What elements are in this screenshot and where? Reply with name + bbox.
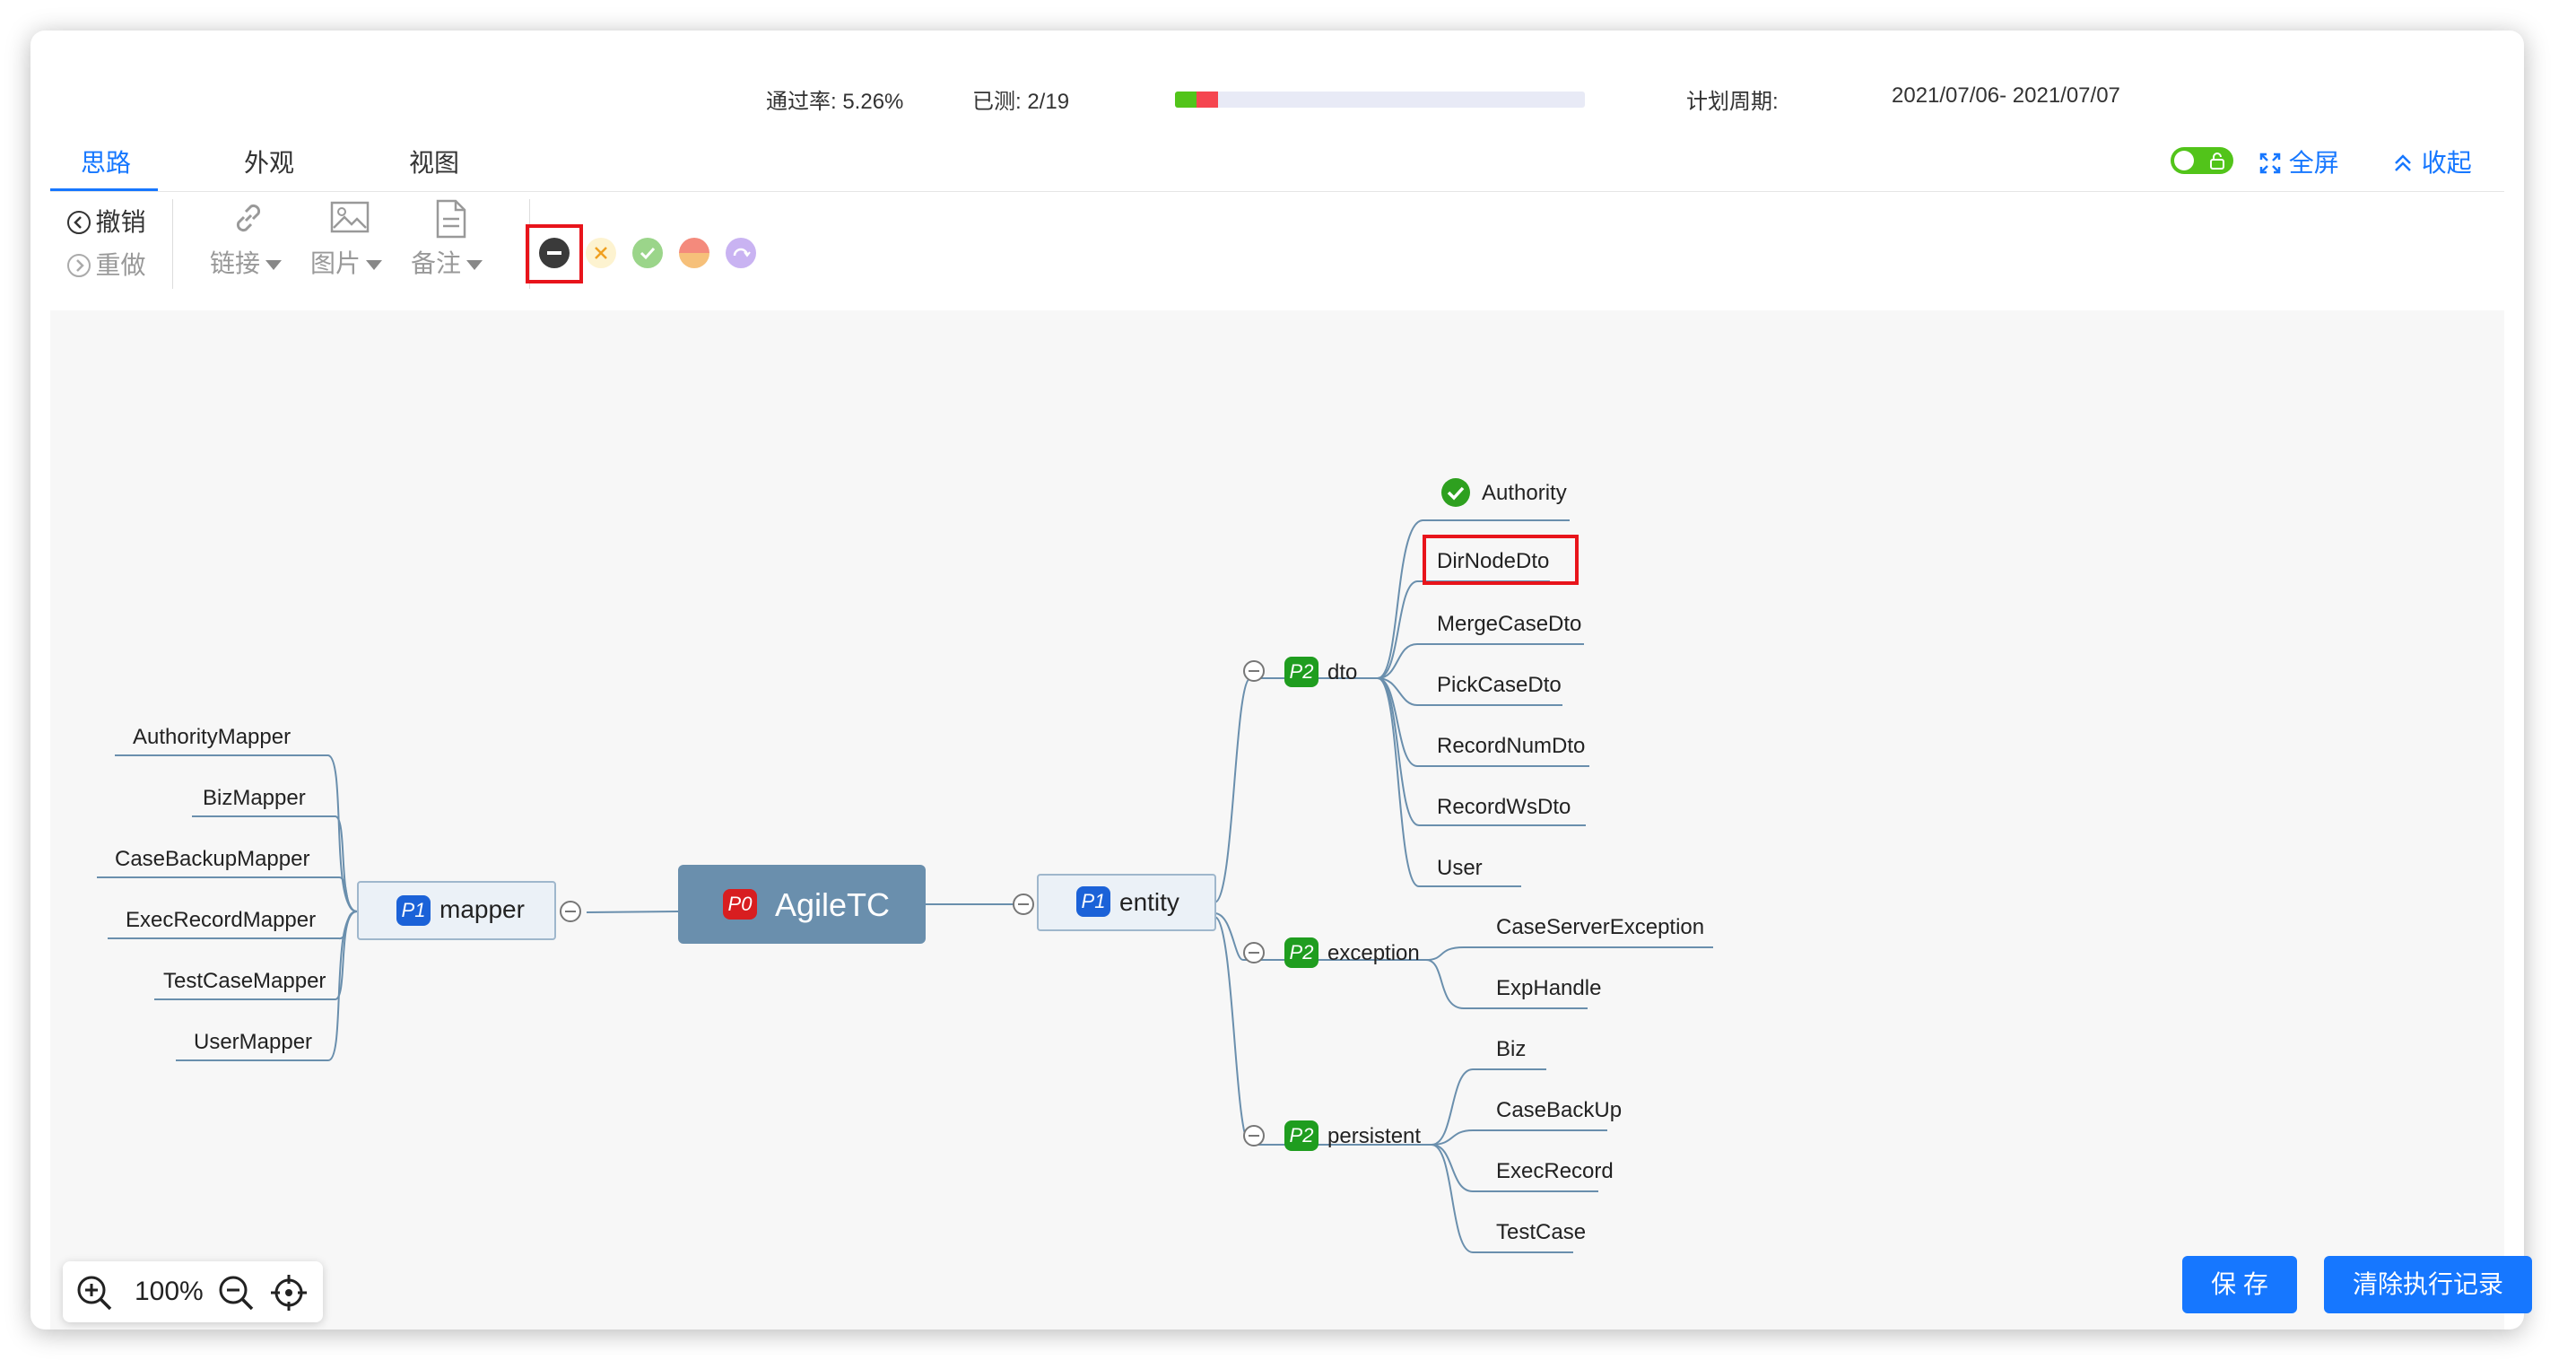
- exception-child[interactable]: ExpHandle: [1496, 976, 1602, 1000]
- progress-bar: [1175, 92, 1585, 108]
- persistent-child[interactable]: CaseBackUp: [1496, 1098, 1623, 1122]
- toolbar-divider: [529, 199, 530, 289]
- collapse-dto-button[interactable]: [1243, 660, 1265, 682]
- zoom-level: 100%: [135, 1277, 204, 1306]
- highlight-box: [526, 224, 583, 283]
- entity-node[interactable]: P1 entity: [1037, 874, 1216, 931]
- redo-label: 重做: [95, 251, 146, 279]
- image-icon: [330, 201, 370, 233]
- root-label: AgileTC: [775, 886, 891, 923]
- undo-icon: [67, 211, 91, 234]
- mapper-node[interactable]: P1 mapper: [357, 881, 556, 940]
- exception-node[interactable]: exception: [1327, 941, 1420, 965]
- zoom-in-icon[interactable]: [75, 1274, 113, 1312]
- block-icon[interactable]: [679, 238, 709, 268]
- redo-icon: [67, 254, 91, 277]
- priority-badge: P0: [723, 889, 757, 920]
- plan-label: 计划周期:: [1686, 90, 1779, 114]
- undo-label: 撤销: [95, 208, 146, 236]
- dto-child[interactable]: User: [1437, 856, 1483, 880]
- tabs-divider: [50, 191, 2504, 192]
- dto-child[interactable]: DirNodeDto: [1437, 549, 1550, 573]
- priority-badge: P2: [1284, 657, 1318, 687]
- mindmap-connectors: [97, 519, 1713, 1253]
- app-window: 通过率: 5.26% 已测: 2/19 计划周期: 2021/07/06- 20…: [30, 31, 2524, 1329]
- note-label: 备注: [411, 249, 462, 277]
- progress-pass-fill: [1175, 92, 1197, 108]
- priority-badge: P2: [1284, 937, 1318, 968]
- tested-count: 已测: 2/19: [972, 90, 1070, 114]
- pass-check-icon[interactable]: [632, 238, 663, 268]
- pass-rate: 通过率: 5.26%: [766, 90, 904, 114]
- tab-appearance[interactable]: 外观: [244, 149, 295, 177]
- dto-node[interactable]: dto: [1327, 660, 1358, 684]
- collapse-button[interactable]: 收起: [2391, 144, 2472, 179]
- mapper-child[interactable]: ExecRecordMapper: [126, 908, 317, 932]
- lock-toggle[interactable]: [2171, 147, 2233, 174]
- undo-button[interactable]: 撤销: [66, 203, 145, 239]
- note-icon: [436, 199, 466, 239]
- image-label: 图片: [310, 249, 361, 277]
- plan-dates: 2021/07/06- 2021/07/07: [1892, 83, 2120, 108]
- redo-button[interactable]: 重做: [66, 246, 145, 282]
- expand-icon: [2259, 153, 2281, 174]
- pass-check-icon: [1441, 478, 1470, 507]
- dto-child[interactable]: RecordWsDto: [1437, 795, 1571, 819]
- fail-x-icon[interactable]: [586, 238, 616, 268]
- dto-child[interactable]: PickCaseDto: [1437, 673, 1562, 697]
- fullscreen-label: 全屏: [2288, 149, 2339, 177]
- mapper-child[interactable]: AuthorityMapper: [133, 725, 292, 749]
- priority-badge: P2: [1284, 1120, 1318, 1151]
- collapse-exception-button[interactable]: [1243, 942, 1265, 963]
- persistent-node[interactable]: persistent: [1327, 1124, 1422, 1148]
- entity-label: entity: [1119, 888, 1179, 916]
- dto-child[interactable]: RecordNumDto: [1437, 734, 1586, 758]
- clear-records-button[interactable]: 清除执行记录: [2324, 1256, 2532, 1313]
- skip-icon[interactable]: [726, 238, 756, 268]
- mapper-child[interactable]: CaseBackupMapper: [115, 847, 310, 871]
- tab-thinking[interactable]: 思路: [81, 149, 132, 177]
- mindmap-canvas[interactable]: P0 AgileTC P1 mapper AuthorityMapper Biz…: [50, 310, 2504, 1329]
- mapper-child[interactable]: BizMapper: [203, 786, 306, 810]
- active-tab-indicator: [50, 188, 158, 191]
- mapper-child[interactable]: TestCaseMapper: [163, 969, 326, 993]
- priority-badge: P1: [1076, 886, 1110, 917]
- zoom-out-icon[interactable]: [217, 1274, 255, 1312]
- persistent-child[interactable]: TestCase: [1496, 1220, 1587, 1244]
- double-chevron-up-icon: [2395, 154, 2411, 171]
- link-label: 链接: [210, 249, 261, 277]
- collapse-label: 收起: [2421, 149, 2472, 177]
- status-minus-icon[interactable]: [539, 238, 570, 268]
- fullscreen-button[interactable]: 全屏: [2258, 144, 2339, 179]
- locate-icon[interactable]: [269, 1273, 309, 1312]
- collapse-persistent-button[interactable]: [1243, 1125, 1265, 1146]
- collapse-mapper-button[interactable]: [560, 901, 581, 922]
- toolbar-divider: [172, 199, 173, 289]
- persistent-child[interactable]: ExecRecord: [1496, 1159, 1614, 1183]
- priority-badge: P1: [396, 895, 431, 926]
- progress-fail-fill: [1197, 92, 1219, 108]
- dto-child[interactable]: MergeCaseDto: [1437, 612, 1582, 636]
- persistent-child[interactable]: Biz: [1496, 1037, 1527, 1061]
- tab-view[interactable]: 视图: [409, 149, 460, 177]
- zoom-controls: 100%: [63, 1261, 323, 1322]
- root-node[interactable]: P0 AgileTC: [678, 865, 926, 944]
- exception-child[interactable]: CaseServerException: [1496, 915, 1705, 939]
- highlight-box: [1423, 535, 1579, 585]
- mapper-child[interactable]: UserMapper: [194, 1030, 313, 1054]
- mapper-label: mapper: [439, 895, 525, 923]
- collapse-entity-button[interactable]: [1013, 894, 1034, 915]
- link-icon: [236, 204, 261, 232]
- dto-child[interactable]: Authority: [1482, 481, 1567, 505]
- unlock-icon: [2210, 153, 2224, 170]
- save-button[interactable]: 保 存: [2182, 1256, 2297, 1313]
